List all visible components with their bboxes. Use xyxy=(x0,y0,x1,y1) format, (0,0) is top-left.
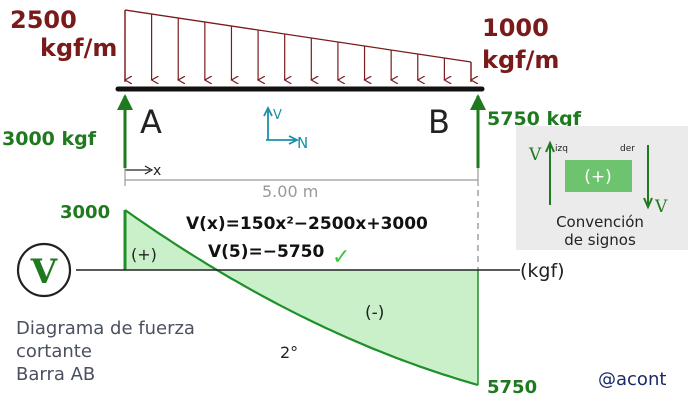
reaction-a-arrow xyxy=(117,94,133,168)
negative-region-label: (-) xyxy=(365,303,384,323)
end-value-label: 5750 xyxy=(487,377,537,398)
right-load-unit: kgf/m xyxy=(482,46,559,74)
convention-title-2: de signos xyxy=(564,231,636,249)
x-axis-label: x xyxy=(153,163,161,179)
shear-area xyxy=(125,210,478,385)
positive-region-label: (+) xyxy=(131,245,157,264)
reaction-a-label: 3000 kgf xyxy=(2,128,97,150)
convention-title-1: Convención xyxy=(556,213,644,231)
load-arrows xyxy=(125,10,471,80)
length-label: 5.00 m xyxy=(262,182,318,201)
degree-label: 2° xyxy=(280,343,298,362)
convention-izq-label: izq xyxy=(555,144,568,154)
convention-v-left: V xyxy=(528,145,542,165)
sign-convention-box xyxy=(516,126,688,250)
x-direction-arrow xyxy=(125,165,154,175)
support-b-label: B xyxy=(428,103,450,141)
reaction-b-arrow xyxy=(470,94,486,168)
axis-v-label: V xyxy=(273,108,282,123)
shear-curve xyxy=(124,209,479,387)
convention-element xyxy=(565,160,632,192)
credit-label: @acont xyxy=(598,369,666,390)
v-badge-letter: V xyxy=(30,252,58,292)
v-badge-circle xyxy=(16,242,72,298)
axis-n-label: N xyxy=(297,134,308,152)
left-load-value: 2500 xyxy=(10,6,77,34)
support-a-label: A xyxy=(140,103,162,141)
check-mark: ✓ xyxy=(332,245,350,270)
length-dimension xyxy=(124,168,479,186)
reaction-b-label: 5750 kgf xyxy=(487,108,582,130)
convention-sign: (+) xyxy=(584,167,612,187)
convention-v-right: V xyxy=(654,197,668,217)
distributed-load xyxy=(124,9,472,82)
right-load-value: 1000 xyxy=(482,14,549,42)
axis-unit-label: (kgf) xyxy=(520,260,565,282)
convention-der-label: der xyxy=(620,144,635,154)
left-load-unit: kgf/m xyxy=(40,34,117,62)
start-value-label: 3000 xyxy=(60,202,110,223)
axes-icon xyxy=(263,105,300,145)
shear-equation: V(x)=150x²−2500x+3000 xyxy=(186,214,428,234)
caption-line-1: Diagrama de fuerza xyxy=(16,318,195,339)
caption-line-3: Barra AB xyxy=(16,364,95,385)
caption-line-2: cortante xyxy=(16,341,92,362)
shear-evaluation: V(5)=−5750 xyxy=(208,242,324,262)
load-top-line xyxy=(124,9,472,63)
